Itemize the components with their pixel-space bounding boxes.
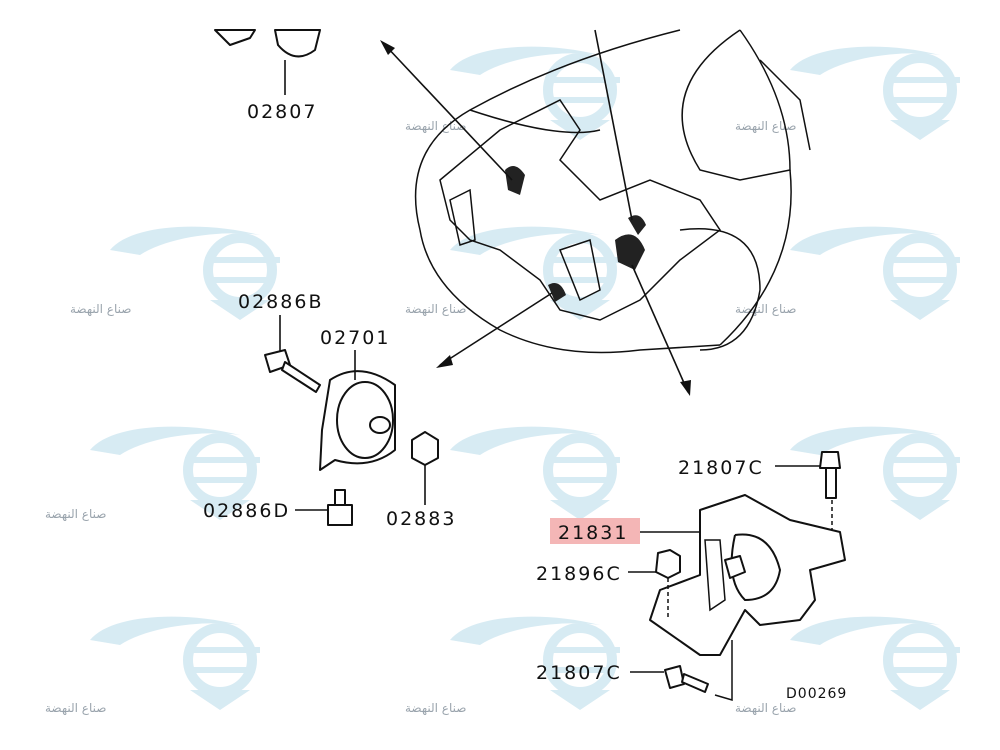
part-21807C-bottom[interactable] [630,640,733,702]
direction-arrows [380,29,691,396]
diagram-code: D00269 [786,686,847,702]
watermark-text-layer: صناع النهضة صناع النهضة صناع النهضة صناع… [45,119,796,715]
svg-text:صناع النهضة: صناع النهضة [735,119,796,133]
part-02701[interactable] [319,350,396,471]
label-02883[interactable]: 02883 [386,508,456,530]
watermark-layer [90,47,960,710]
callout-labels: 02807 02886B 02701 02886D 02883 21807C 2… [203,101,847,702]
svg-text:صناع النهضة: صناع النهضة [735,302,796,316]
svg-text:صناع النهضة: صناع النهضة [405,701,466,715]
svg-text:صناع النهضة: صناع النهضة [45,507,106,521]
label-21807C-bottom[interactable]: 21807C [536,662,622,684]
part-21831[interactable] [640,494,846,656]
label-02807[interactable]: 02807 [247,101,317,123]
part-02807[interactable] [214,29,321,95]
part-21807C-top[interactable] [775,451,841,540]
label-02701[interactable]: 02701 [320,327,390,349]
part-21896C[interactable] [628,549,681,620]
svg-text:صناع النهضة: صناع النهضة [405,302,466,316]
part-02883[interactable] [411,431,439,505]
svg-text:صناع النهضة: صناع النهضة [70,302,131,316]
label-21896C[interactable]: 21896C [536,563,622,585]
label-21807C-top[interactable]: 21807C [678,457,764,479]
label-21831[interactable]: 21831 [558,522,628,544]
label-02886B[interactable]: 02886B [238,291,323,313]
svg-text:صناع النهضة: صناع النهضة [45,701,106,715]
highlight-21831 [550,518,640,544]
part-02886B[interactable] [264,315,321,393]
svg-text:صناع النهضة: صناع النهضة [735,701,796,715]
part-02886D[interactable] [295,489,353,526]
vehicle-engine-bay [414,29,811,354]
label-02886D[interactable]: 02886D [203,500,290,522]
